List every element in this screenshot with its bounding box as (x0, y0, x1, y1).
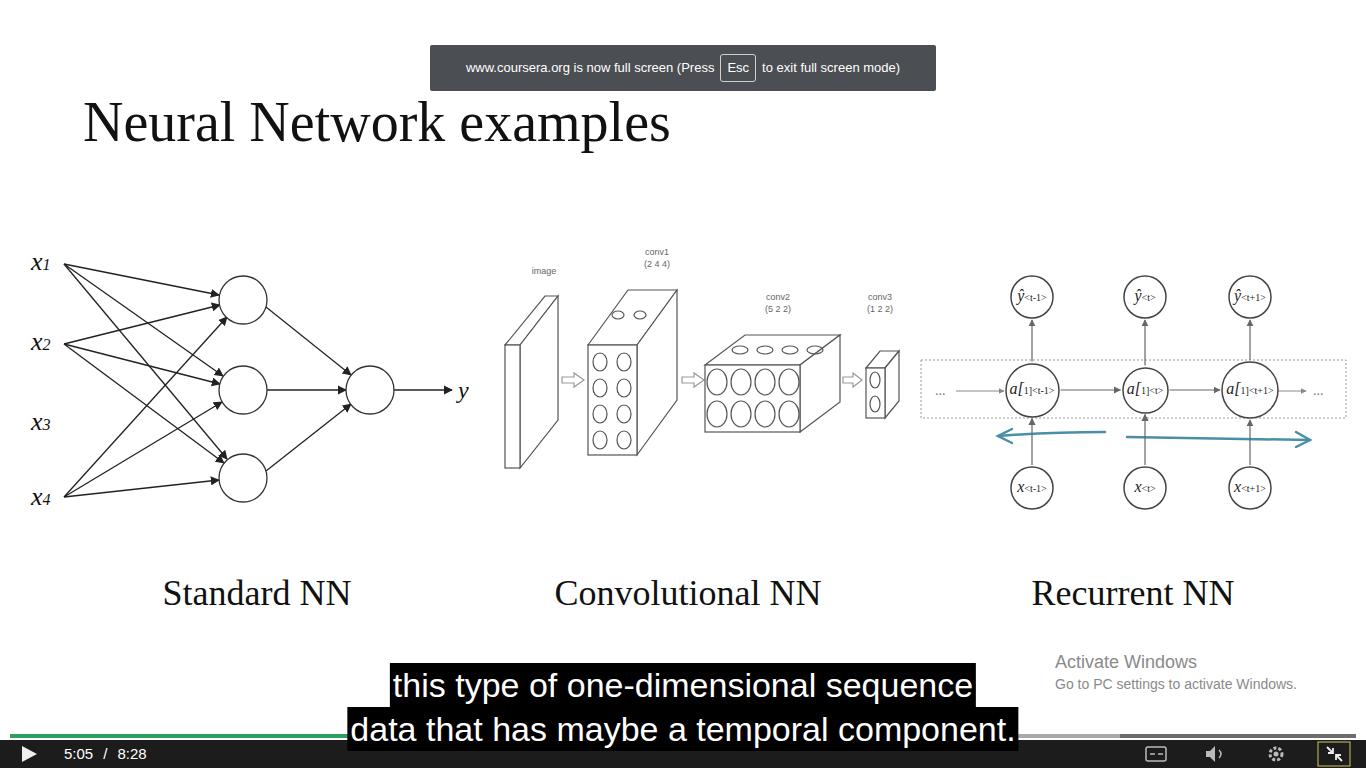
rnn-unit: x<t-1> (1010, 466, 1054, 510)
unit-label: a[1]<t-1> (1010, 382, 1055, 398)
layer-label: conv3 (868, 292, 892, 303)
rnn-unit: ŷ<t+1> (1228, 275, 1272, 319)
section-caption: Recurrent NN (1032, 571, 1235, 615)
connector (1144, 415, 1145, 466)
connector (1061, 389, 1121, 390)
time-current: 5:05 (64, 744, 93, 764)
connector (1031, 419, 1032, 466)
notice-text: to exit full screen mode) (762, 59, 900, 77)
rnn-unit: x<t+1> (1228, 466, 1272, 510)
ellipsis: ... (1312, 381, 1325, 401)
rnn-unit: a[1]<t> (1122, 367, 1169, 414)
input-label: x3 (31, 407, 51, 440)
layer-dimension: (1 2 2) (867, 304, 893, 315)
standard-nn (64, 264, 452, 502)
layer-label: conv2 (766, 292, 790, 303)
time-total: 8:28 (117, 744, 146, 764)
connector (1249, 320, 1250, 360)
convolutional-nn (505, 290, 899, 468)
fullscreen-notice: www.coursera.org is now full screen (Pre… (430, 45, 936, 91)
layer-dimension: (2 4 4) (644, 259, 670, 270)
section-caption: Standard NN (163, 571, 352, 615)
output-label: y (458, 375, 469, 405)
input-label: x1 (31, 247, 51, 280)
unit-label: ŷ<t-1> (1017, 289, 1047, 305)
connector (1144, 320, 1145, 366)
unit-label: ŷ<t> (1134, 289, 1155, 305)
rnn-unit: a[1]<t-1> (1005, 363, 1060, 418)
input-label: x2 (31, 327, 51, 360)
rnn-unit: ŷ<t> (1123, 275, 1167, 319)
recurrent-nn-extras (921, 360, 1346, 447)
layer-dimension: (5 2 2) (765, 304, 791, 315)
notice-text: www.coursera.org is now full screen (Pre… (466, 59, 715, 77)
subtitle-line: this type of one-dimensional sequence (390, 663, 976, 707)
unit-label: ŷ<t+1> (1234, 289, 1266, 305)
watermark: Go to PC settings to activate Windows. (1055, 675, 1297, 693)
connector (1249, 420, 1250, 465)
layer-label: conv1 (645, 247, 669, 258)
section-caption: Convolutional NN (555, 571, 822, 615)
slide-title: Neural Network examples (83, 92, 671, 154)
time-separator: / (103, 744, 107, 764)
unit-label: x<t+1> (1234, 480, 1266, 496)
watermark: Activate Windows (1055, 651, 1197, 673)
unit-label: x<t> (1134, 480, 1155, 496)
input-label: x4 (31, 482, 51, 515)
unit-label: a[1]<t> (1127, 382, 1164, 398)
key-badge: Esc (720, 54, 756, 82)
time-display: 5:05 / 8:28 (64, 743, 147, 765)
layer-label: image (532, 266, 557, 277)
unit-label: a[1]<t+1> (1226, 382, 1273, 398)
rnn-unit: x<t> (1123, 466, 1167, 510)
subtitle-line: data that has maybe a temporal component… (347, 707, 1018, 751)
connector (1170, 389, 1221, 390)
rnn-unit: a[1]<t+1> (1221, 361, 1279, 419)
unit-label: x<t-1> (1017, 480, 1047, 496)
ellipsis: ... (934, 381, 947, 401)
connector (1031, 320, 1032, 362)
rnn-unit: ŷ<t-1> (1010, 275, 1054, 319)
